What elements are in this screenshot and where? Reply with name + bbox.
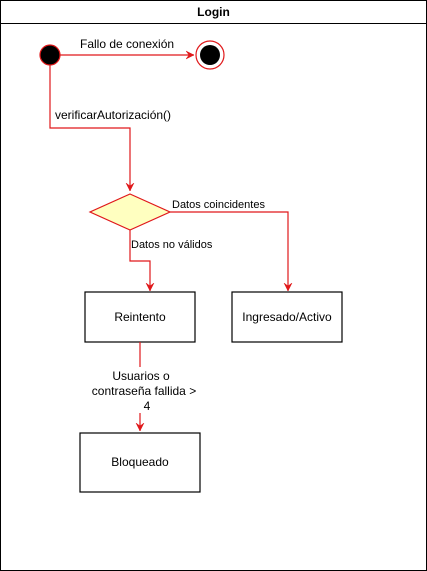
state-bloqueado-label: Bloqueado xyxy=(111,455,169,469)
state-bloqueado[interactable]: Bloqueado xyxy=(79,432,201,493)
initial-state[interactable] xyxy=(39,44,61,66)
final-state[interactable] xyxy=(195,40,225,70)
label-datos-no-validos: Datos no válidos xyxy=(131,239,213,251)
state-ingresado-label: Ingresado/Activo xyxy=(242,310,332,324)
diagram-title: Login xyxy=(1,1,426,24)
state-ingresado-activo[interactable]: Ingresado/Activo xyxy=(231,291,343,343)
label-verificar: verificarAutorización() xyxy=(55,108,171,122)
label-intentos-l3: 4 xyxy=(144,399,151,413)
edge-verificar[interactable] xyxy=(49,65,130,191)
decision-diamond[interactable] xyxy=(88,193,172,231)
state-reintento-label: Reintento xyxy=(114,310,166,324)
state-reintento[interactable]: Reintento xyxy=(84,291,196,343)
edge-datos-coincidentes[interactable] xyxy=(170,211,288,291)
label-fallo-conexion: Fallo de conexión xyxy=(80,37,174,51)
label-bg-intentos xyxy=(87,367,195,413)
label-datos-coincidentes: Datos coincidentes xyxy=(172,199,265,211)
label-intentos-l1: Usuarios o xyxy=(112,369,170,383)
label-intentos-l2: contraseña fallida > xyxy=(92,384,196,398)
edge-datos-no-validos[interactable] xyxy=(129,230,150,291)
